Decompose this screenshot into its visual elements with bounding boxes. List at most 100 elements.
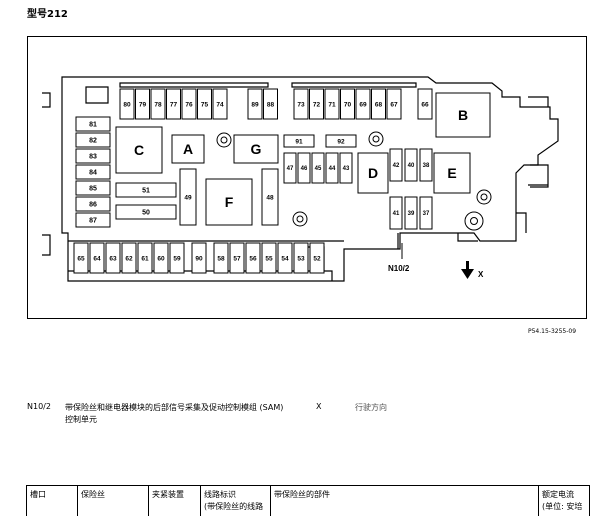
fuse-48-box — [261, 168, 279, 226]
fuse-83-box — [75, 148, 111, 164]
fuse-38-label: 38 — [423, 163, 430, 169]
fuse-65-box — [73, 242, 89, 274]
fuse-79-label: 79 — [139, 101, 147, 108]
relay-B-box — [435, 92, 491, 138]
fuse-73-box — [293, 88, 309, 120]
fuse-90-box — [191, 242, 207, 274]
fuse-76-box — [181, 88, 197, 120]
fuse-71-label: 71 — [328, 101, 336, 108]
fuse-56-box — [245, 242, 261, 274]
fuse-81-label: 81 — [89, 122, 97, 129]
fuse-78-box — [150, 88, 166, 120]
fuse-39-label: 39 — [408, 211, 415, 217]
fuse-53-label: 53 — [297, 255, 305, 262]
relay-C-box — [115, 126, 163, 174]
fuse-55-box — [261, 242, 277, 274]
col-rated-current: 额定电流(单位: 安培 — [539, 486, 590, 516]
fuse-46-label: 46 — [301, 166, 308, 172]
fuse-71-box — [324, 88, 340, 120]
fuse-85-label: 85 — [89, 186, 97, 193]
fuse-81-box — [75, 116, 111, 132]
fuse-69-box — [355, 88, 371, 120]
fuse-57-label: 57 — [233, 255, 241, 262]
mounting-bolts — [216, 131, 492, 231]
reference-code: P54.15-3255-09 — [528, 328, 577, 335]
fuse-70-label: 70 — [344, 101, 352, 108]
relay-E-box — [433, 152, 471, 194]
fuse-41-box — [389, 196, 403, 230]
relay-B-label: B — [458, 107, 468, 123]
relay-F-box — [205, 178, 253, 226]
fuse-68-box — [371, 88, 386, 120]
fuse-89-label: 89 — [251, 101, 259, 108]
relay-C-label: C — [134, 142, 144, 158]
fuse-63-label: 63 — [109, 255, 117, 262]
fuse-75-label: 75 — [201, 101, 209, 108]
fuse-37-label: 37 — [423, 211, 430, 217]
fuse-43-box — [339, 152, 353, 184]
fuse-56-label: 56 — [249, 255, 257, 262]
col-slot: 槽口 — [27, 486, 78, 516]
relay-G-label: G — [251, 141, 262, 157]
fuse-51-label: 51 — [142, 188, 150, 195]
fuse-88-label: 88 — [267, 101, 275, 108]
relay-G-box — [233, 134, 279, 164]
fuse-table-header: 槽口 保险丝 夹紧装置 线路标识(带保险丝的线路 带保险丝的部件 额定电流(单位… — [26, 485, 590, 516]
relay-D-label: D — [368, 165, 378, 181]
fuse-59-box — [169, 242, 185, 274]
fuse-80-label: 80 — [123, 101, 131, 108]
fuse-54-box — [277, 242, 293, 274]
fuse-84-label: 84 — [89, 170, 97, 177]
fuse-70-box — [340, 88, 355, 120]
fuse-54-label: 54 — [281, 255, 289, 262]
fuse-64-label: 64 — [93, 255, 101, 262]
legend-x-key: X — [316, 402, 322, 411]
relay-F-label: F — [225, 194, 234, 210]
fuse-85-box — [75, 180, 111, 196]
fuse-47-label: 47 — [287, 166, 294, 172]
fuse-45-label: 45 — [315, 166, 322, 172]
fuse-62-label: 62 — [125, 255, 133, 262]
relay-E-label: E — [447, 165, 456, 181]
fuse-67-box — [386, 88, 402, 120]
fuse-58-label: 58 — [217, 255, 225, 262]
fuse-91-label: 91 — [295, 138, 303, 145]
fuse-46-box — [297, 152, 311, 184]
fuse-49-label: 49 — [184, 194, 192, 201]
fuse-44-box — [325, 152, 339, 184]
fuse-77-label: 77 — [170, 101, 178, 108]
fuse-86-box — [75, 196, 111, 212]
legend-n10-key: N10/2 — [27, 402, 51, 411]
x-direction-label: X — [478, 270, 484, 279]
relay-A-box — [171, 134, 205, 164]
fuse-77-box — [166, 88, 181, 120]
fuse-65-label: 65 — [77, 255, 85, 262]
fuse-67-label: 67 — [390, 101, 398, 108]
fuse-45-box — [311, 152, 325, 184]
fuse-50-label: 50 — [142, 210, 150, 217]
fuse-89-box — [247, 88, 263, 120]
fuse-38-box — [419, 148, 433, 182]
fuse-42-label: 42 — [393, 163, 400, 169]
fuse-39-box — [404, 196, 418, 230]
fuse-84-box — [75, 164, 111, 180]
fuse-80-box — [119, 88, 135, 120]
fuse-74-label: 74 — [216, 101, 224, 108]
fuse-52-box — [309, 242, 325, 274]
fuse-40-box — [404, 148, 418, 182]
fuse-53-box — [293, 242, 309, 274]
fuse-83-label: 83 — [89, 154, 97, 161]
fuse-61-label: 61 — [141, 255, 149, 262]
fuse-59-label: 59 — [173, 255, 181, 262]
fuse-64-box — [89, 242, 105, 274]
fuse-43-label: 43 — [343, 166, 350, 172]
fuse-61-box — [137, 242, 153, 274]
fuse-47-box — [283, 152, 297, 184]
fuse-88-box — [263, 88, 278, 120]
relay-D-box — [357, 152, 389, 194]
fuse-78-label: 78 — [154, 101, 162, 108]
fuse-62-box — [121, 242, 137, 274]
fuse-82-label: 82 — [89, 138, 97, 145]
fuse-48-label: 48 — [266, 194, 274, 201]
